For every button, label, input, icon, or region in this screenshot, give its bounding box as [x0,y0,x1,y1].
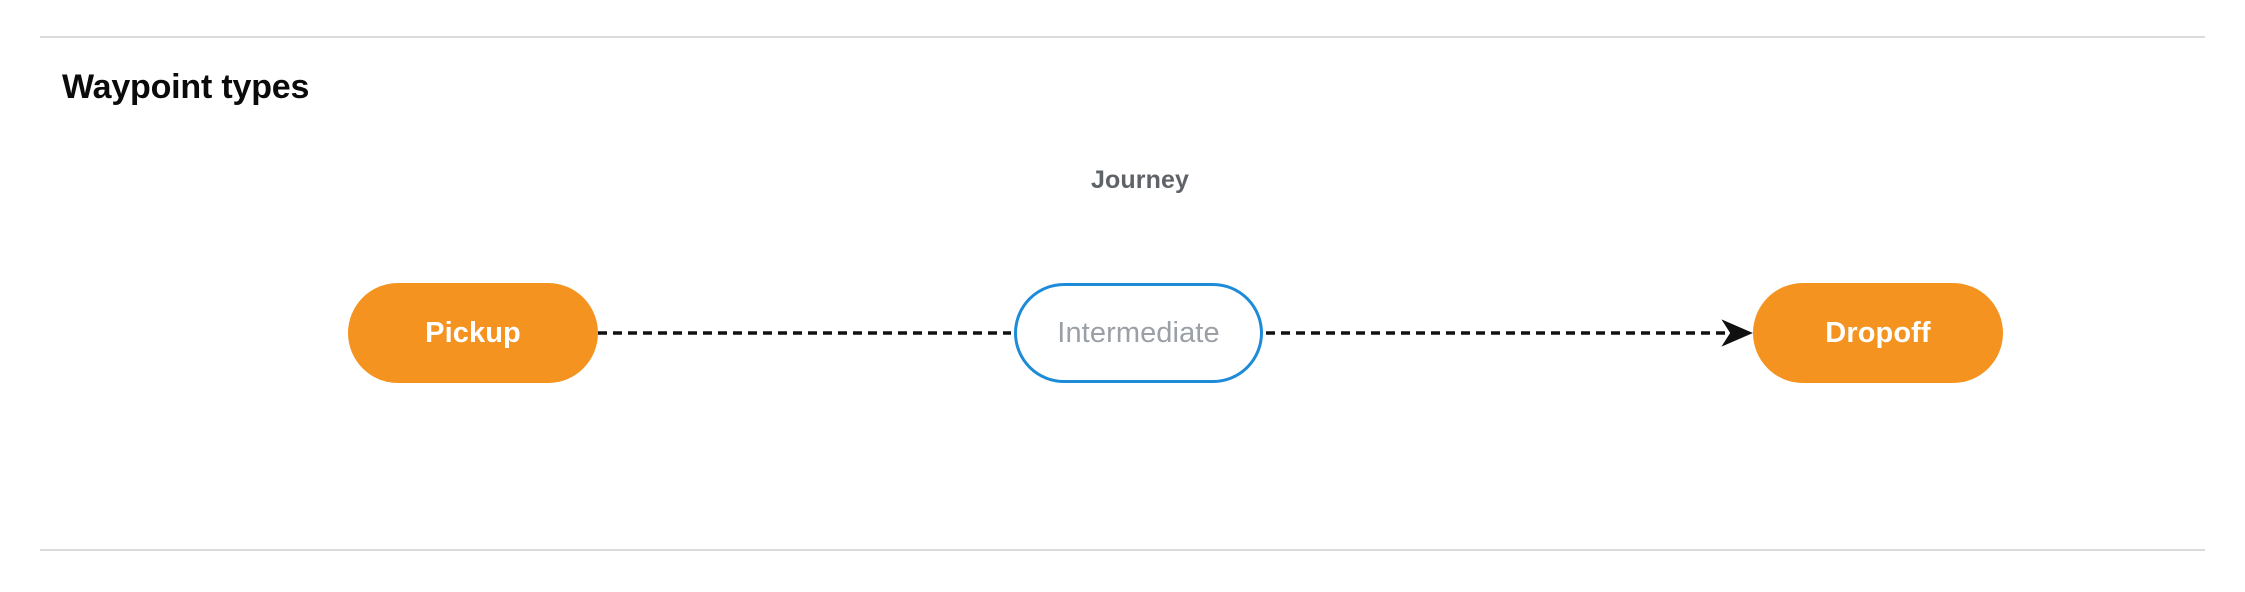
node-intermediate[interactable]: Intermediate [1014,283,1263,383]
node-dropoff-label: Dropoff [1825,316,1931,349]
section-divider-bottom [40,549,2205,551]
node-pickup[interactable]: Pickup [348,283,598,383]
page-title: Waypoint types [62,68,310,106]
node-intermediate-label: Intermediate [1057,316,1220,349]
section-divider-top [40,36,2205,38]
node-pickup-label: Pickup [425,316,521,349]
node-dropoff[interactable]: Dropoff [1753,283,2003,383]
journey-caption: Journey [1091,166,1189,194]
